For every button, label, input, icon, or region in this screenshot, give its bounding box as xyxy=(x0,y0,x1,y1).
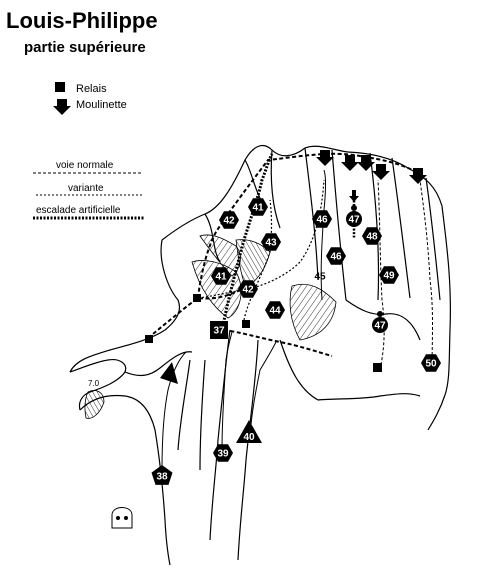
route-marker-shape xyxy=(210,321,228,339)
route-marker-47: 47 xyxy=(346,205,362,227)
legend-voie-normale-label: voie normale xyxy=(56,160,114,171)
route-number: 41 xyxy=(252,203,264,214)
route-marker-49: 49 xyxy=(379,266,399,284)
route-marker-50: 50 xyxy=(421,354,441,372)
route-marker-shape xyxy=(219,211,239,229)
route-marker-43: 43 xyxy=(261,233,281,251)
hatched-area-e xyxy=(84,390,105,419)
route-number: 46 xyxy=(316,215,328,226)
route-number: 44 xyxy=(269,306,281,317)
route-marker-46: 46 xyxy=(312,210,332,228)
route-marker-shape xyxy=(326,247,346,265)
rock-shadow xyxy=(160,362,178,384)
legend-escalade-label: escalade artificielle xyxy=(36,205,121,216)
relais-marker xyxy=(373,363,382,372)
bottom-figure xyxy=(111,507,133,529)
route-number: 48 xyxy=(366,232,378,243)
moulinette-arrow xyxy=(349,190,359,202)
route-marker-shape xyxy=(211,267,231,285)
route-number: 40 xyxy=(243,432,255,443)
page-title: Louis-Philippe xyxy=(6,8,158,33)
route-marker-shape xyxy=(346,211,362,227)
moulinette-arrow xyxy=(409,168,427,184)
route-number: 50 xyxy=(425,359,437,370)
route-number: 41 xyxy=(215,272,227,283)
route-marker-37: 37 xyxy=(210,321,228,339)
route-marker-shape xyxy=(248,198,268,216)
route-lines xyxy=(147,152,433,471)
route-markers: 41 42 43 46 47 48 46 45 49 41 42 44 37 47 50 40 39 38 xyxy=(151,198,441,485)
relais-marker xyxy=(193,294,201,302)
route-marker-shape xyxy=(261,233,281,251)
route-number: 45 xyxy=(314,272,326,283)
moulinette-icon xyxy=(53,99,71,115)
route-marker-44: 44 xyxy=(265,301,285,319)
route-marker-shape xyxy=(213,444,233,462)
route-marker-shape xyxy=(421,354,441,372)
legend-relais-label: Relais xyxy=(76,83,107,95)
route-marker-shape xyxy=(151,465,173,485)
rock-note: 7.0 xyxy=(88,379,100,388)
route-marker-38: 38 xyxy=(151,465,173,485)
route-marker-47: 47 xyxy=(372,311,388,333)
moulinette-arrow xyxy=(316,150,334,166)
route-marker-shape xyxy=(372,317,388,333)
route-marker-shape xyxy=(236,420,262,443)
relais-marker xyxy=(145,335,153,343)
route-marker-shape xyxy=(312,210,332,228)
route-marker-42: 42 xyxy=(238,280,258,298)
route-number: 49 xyxy=(383,271,395,282)
route-marker-shape xyxy=(379,266,399,284)
route-number: 42 xyxy=(242,285,254,296)
page-subtitle: partie supérieure xyxy=(24,39,146,56)
legend-variante-label: variante xyxy=(68,183,104,194)
legend-moulinette-label: Moulinette xyxy=(76,99,127,111)
route-marker-39: 39 xyxy=(213,444,233,462)
route-marker-shape xyxy=(362,227,382,245)
moulinette-arrow xyxy=(372,164,390,180)
route-number: 38 xyxy=(156,472,168,483)
route-marker-40: 40 xyxy=(236,420,262,443)
route-number: 46 xyxy=(330,252,342,263)
route-marker-shape xyxy=(238,280,258,298)
route-number: 47 xyxy=(374,321,386,332)
route-marker-42: 42 xyxy=(219,211,239,229)
moulinette-arrow xyxy=(357,155,375,171)
route-marker-41: 41 xyxy=(211,267,231,285)
hatched-area-d xyxy=(289,283,337,341)
moulinette-arrow xyxy=(341,155,359,171)
route-number: 42 xyxy=(223,216,235,227)
route-marker-shape xyxy=(265,301,285,319)
relais-icon xyxy=(55,82,65,92)
route-number: 37 xyxy=(213,326,225,337)
route-number: 47 xyxy=(348,215,360,226)
route-number: 43 xyxy=(265,238,277,249)
route-marker-41: 41 xyxy=(248,198,268,216)
route-marker-46: 46 xyxy=(326,247,346,265)
route-marker-48: 48 xyxy=(362,227,382,245)
relais-marker xyxy=(242,320,250,328)
route-number: 39 xyxy=(217,449,229,460)
hatched-area-c xyxy=(235,239,271,289)
route-marker-45: 45 xyxy=(314,272,326,283)
